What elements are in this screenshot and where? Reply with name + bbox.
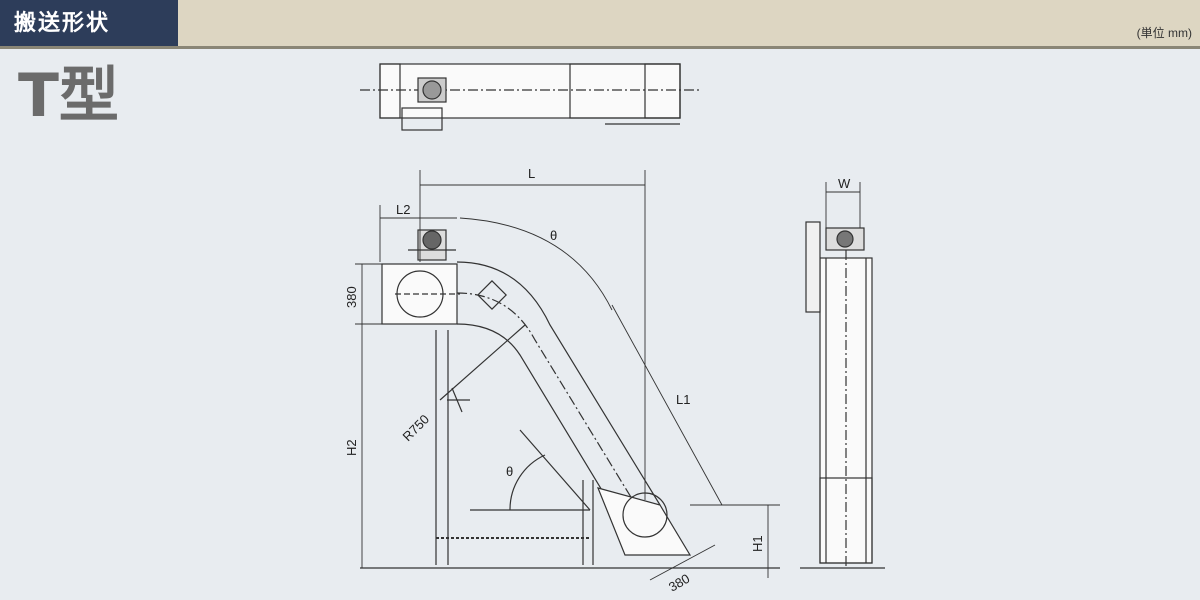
dim-L2-label: L2: [396, 202, 410, 217]
side-view: [360, 229, 780, 569]
unit-note: (単位 mm): [1136, 26, 1192, 40]
dim-380-bottom-label: 380: [666, 571, 692, 595]
dim-theta-top-label: θ: [550, 228, 557, 243]
type-title: T型: [18, 61, 119, 131]
dim-W-label: W: [838, 176, 851, 191]
header-divider: [0, 46, 1200, 49]
plan-view: [360, 63, 700, 131]
dim-H2-label: H2: [344, 439, 359, 456]
dim-theta-bottom-label: θ: [506, 464, 513, 479]
dim-R-label: R750: [400, 412, 433, 445]
dim-H1-label: H1: [750, 535, 765, 552]
section-title: 搬送形状: [0, 0, 178, 46]
dimension-lines: [355, 170, 780, 581]
dim-L1-label: L1: [676, 392, 690, 407]
dim-L-label: L: [528, 166, 535, 181]
dim-380-left-label: 380: [344, 286, 359, 308]
end-view: [800, 182, 885, 569]
header-bar: [0, 0, 1200, 46]
